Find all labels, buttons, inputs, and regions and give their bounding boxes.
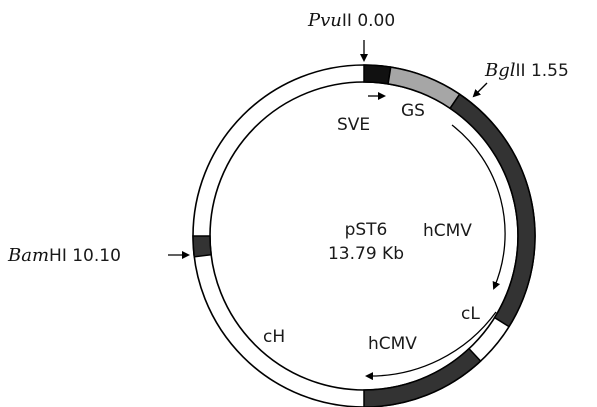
pvuii-enzyme-italic: Pvu — [307, 10, 342, 31]
pvuii-enzyme-rest: II — [342, 11, 352, 31]
sve-label: SVE — [337, 115, 370, 135]
plasmid-size: 13.79 Kb — [328, 244, 404, 264]
hcmv-arrow-1 — [451, 124, 506, 290]
ch-label: cH — [263, 327, 285, 347]
bamhi-label: BamHI 10.10 — [7, 245, 121, 266]
bglii-label: BglII 1.55 — [484, 60, 569, 81]
gs-label: GS — [401, 101, 425, 121]
bglii-enzyme-italic: Bgl — [484, 60, 516, 81]
bglii-enzyme-rest: II — [516, 61, 526, 81]
pvuii-position: 0.00 — [357, 11, 395, 31]
bglii-pointer — [472, 82, 488, 98]
plasmid-name: pST6 — [345, 220, 388, 240]
bamhi-enzyme-italic: Bam — [7, 245, 49, 266]
bglii-position: 1.55 — [531, 61, 569, 81]
bamhi-position: 10.10 — [72, 246, 121, 266]
bamhi-segment — [192, 235, 212, 258]
pvuii-segment — [363, 64, 392, 85]
cl-segment — [449, 93, 536, 328]
ch-segment — [363, 347, 482, 407]
bamhi-enzyme-rest: HI — [49, 246, 67, 266]
hcmv-arrow-2 — [365, 311, 497, 381]
cl-label: cL — [461, 304, 480, 324]
hcmv-label-2: hCMV — [368, 334, 417, 354]
hcmv-label-1: hCMV — [423, 221, 472, 241]
pvuii-label: PvuII 0.00 — [307, 10, 395, 31]
